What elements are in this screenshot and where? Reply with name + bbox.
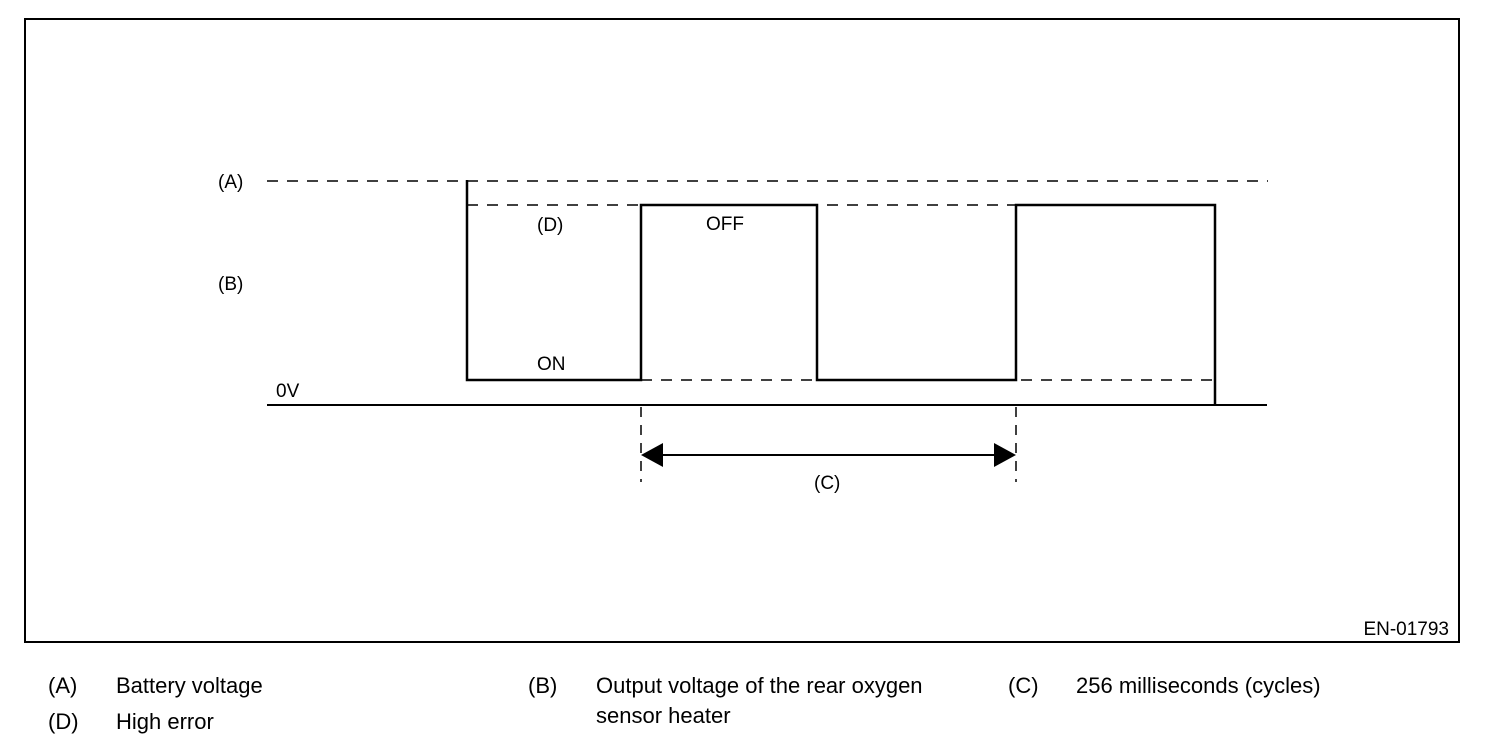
label-off: OFF [706,214,744,235]
legend-key: (B) [528,673,558,698]
period-arrow-right-head [994,443,1016,467]
heater-output-waveform [465,180,1217,405]
label-on: ON [537,354,566,375]
legend-item-b: (B) Output voltage of the rear oxygen se… [528,671,978,735]
figure-code: EN-01793 [1363,619,1449,640]
legend-text: High error [116,709,214,734]
legend-text: Output voltage of the rear oxygen sensor… [596,673,923,728]
legend-text: 256 milliseconds (cycles) [1076,673,1321,698]
label-b: (B) [218,274,243,295]
label-a: (A) [218,172,243,193]
legend-key: (C) [1008,673,1039,698]
label-zero-volt: 0V [276,381,300,402]
diagram-frame [24,18,1460,643]
period-arrow-left-head [641,443,663,467]
legend-text: Battery voltage [116,673,263,698]
label-d: (D) [537,215,563,236]
legend-key: (A) [48,673,78,698]
legend-key: (D) [48,709,79,734]
waveform-diagram: (A) (B) (D) OFF ON 0V (C) EN-01793 [24,18,1460,643]
label-c: (C) [814,473,840,494]
